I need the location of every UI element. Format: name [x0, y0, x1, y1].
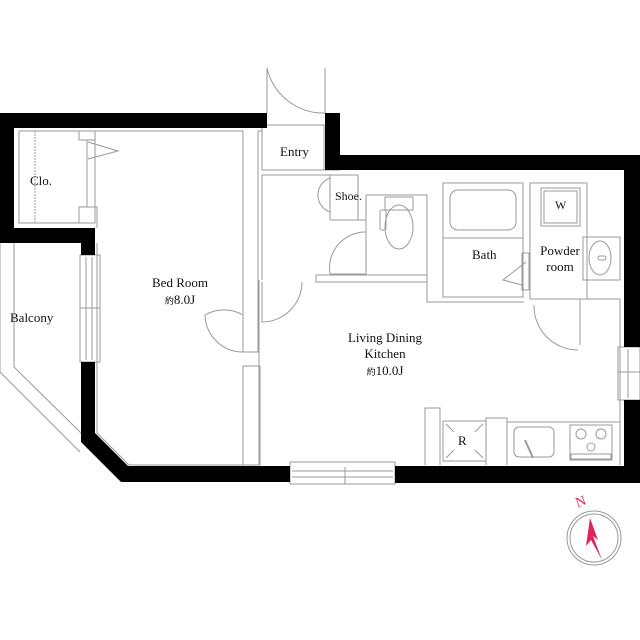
compass: [566, 510, 622, 566]
ldk-label-line2: Kitchen: [364, 346, 406, 361]
bottom-window: [289, 461, 396, 485]
compass-needle-icon: [586, 518, 602, 560]
powder-door: [533, 304, 579, 351]
entry-label: Entry: [280, 144, 309, 159]
bath-label: Bath: [472, 247, 497, 262]
bedroom-label: Bed Room: [152, 275, 208, 290]
toilet-room: [365, 194, 428, 276]
balcony-outline: [0, 243, 81, 453]
bath-outline: [442, 182, 524, 298]
shoe-door: [317, 177, 331, 213]
balcony-label: Balcony: [10, 310, 54, 325]
entry-door: [266, 67, 326, 114]
powder-label-line2: room: [546, 259, 574, 274]
right-window: [617, 346, 640, 401]
ldk-area: 約10.0J: [366, 363, 404, 378]
stove-icon: [569, 424, 613, 461]
closet-label: Clo.: [30, 173, 53, 188]
shoe-closet: [329, 174, 359, 221]
washer-box: [540, 187, 581, 227]
ldk-door: [261, 281, 303, 323]
exterior-walls: [0, 113, 640, 483]
bedroom-door: [204, 309, 244, 352]
sink-box: [582, 236, 621, 281]
closet-door-icon: [87, 141, 120, 160]
ldk-label-line1: Living Dining: [347, 330, 423, 345]
closet-outline: [18, 130, 96, 224]
fridge-label: R: [458, 433, 467, 448]
powder-label-line1: Powder: [540, 243, 580, 258]
toilet-door: [329, 231, 367, 275]
kitchen-partition: [424, 407, 441, 465]
kitchen-sink-icon: [513, 426, 555, 458]
vanity-sink-icon: [588, 240, 612, 276]
shoe-label: Shoe.: [335, 189, 362, 203]
bathtub-icon: [449, 189, 517, 231]
bedroom-area: 約8.0J: [164, 292, 196, 307]
toilet-icon: [384, 204, 414, 250]
washer-label: W: [555, 198, 567, 212]
